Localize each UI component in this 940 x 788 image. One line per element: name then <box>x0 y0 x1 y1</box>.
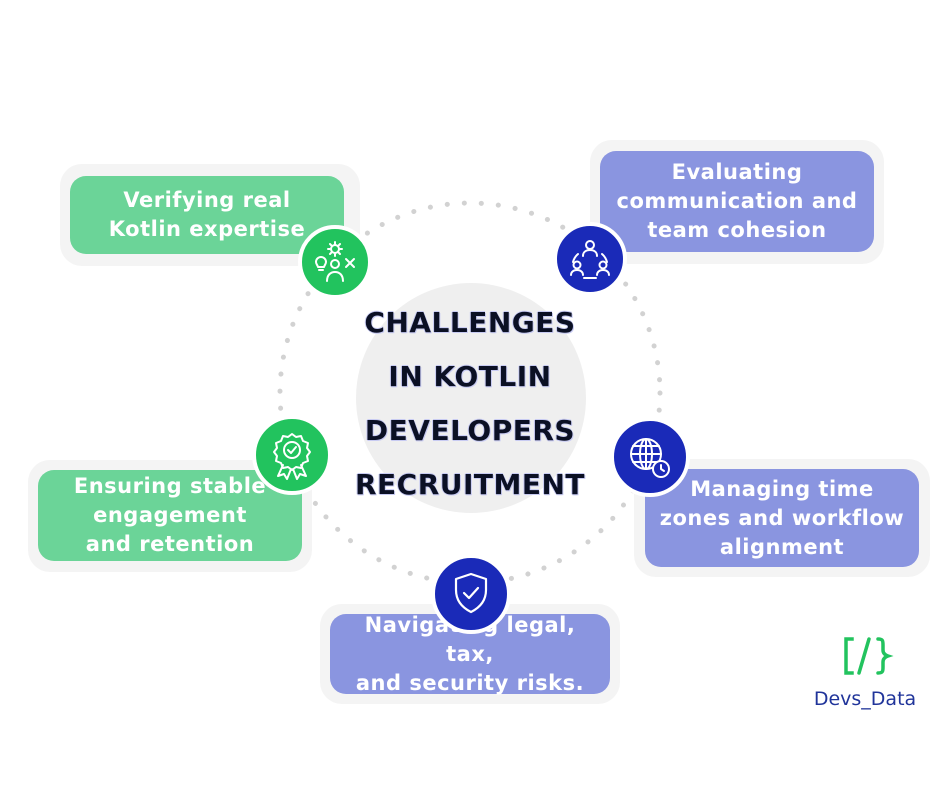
center-disc <box>356 283 586 513</box>
center-title-line: IN KOTLIN <box>388 360 552 393</box>
card-text-line: Managing time <box>690 476 874 501</box>
globe-clock-icon <box>610 417 690 497</box>
card-verifying-expertise: Verifying real Kotlin expertise <box>70 176 344 254</box>
card-text-line: Kotlin expertise <box>108 217 306 241</box>
team-network-icon <box>553 222 627 296</box>
skills-gear-lightbulb-icon <box>298 225 372 299</box>
card-text-line: zones and workflow <box>659 505 905 530</box>
card-text-line: Evaluating <box>671 160 803 184</box>
card-managing-time-zones: Managing time zones and workflow alignme… <box>645 469 919 567</box>
center-title-line: RECRUITMENT <box>354 468 586 501</box>
card-text-line: communication and <box>616 189 858 213</box>
shield-check-icon <box>431 554 511 634</box>
center-title-line: DEVELOPERS <box>364 414 576 447</box>
card-text-line: alignment <box>719 534 845 559</box>
card-text-line: and security risks. <box>355 670 585 695</box>
card-text-line: engagement <box>93 503 247 527</box>
devs-data-logo-icon <box>844 637 894 675</box>
card-text-line: and retention <box>85 532 255 556</box>
award-badge-icon <box>252 415 332 495</box>
center-title: CHALLENGES IN KOTLIN DEVELOPERS RECRUITM… <box>320 296 620 512</box>
card-text-line: Verifying real <box>123 188 291 212</box>
card-text-line: team cohesion <box>647 218 827 242</box>
brand-name: Devs_Data <box>813 688 917 710</box>
center-title-line: CHALLENGES <box>364 306 576 339</box>
card-ensuring-engagement: Ensuring stable engagement and retention <box>38 470 302 561</box>
card-evaluating-communication: Evaluating communication and team cohesi… <box>600 151 874 252</box>
card-text-line: Ensuring stable <box>73 474 267 498</box>
